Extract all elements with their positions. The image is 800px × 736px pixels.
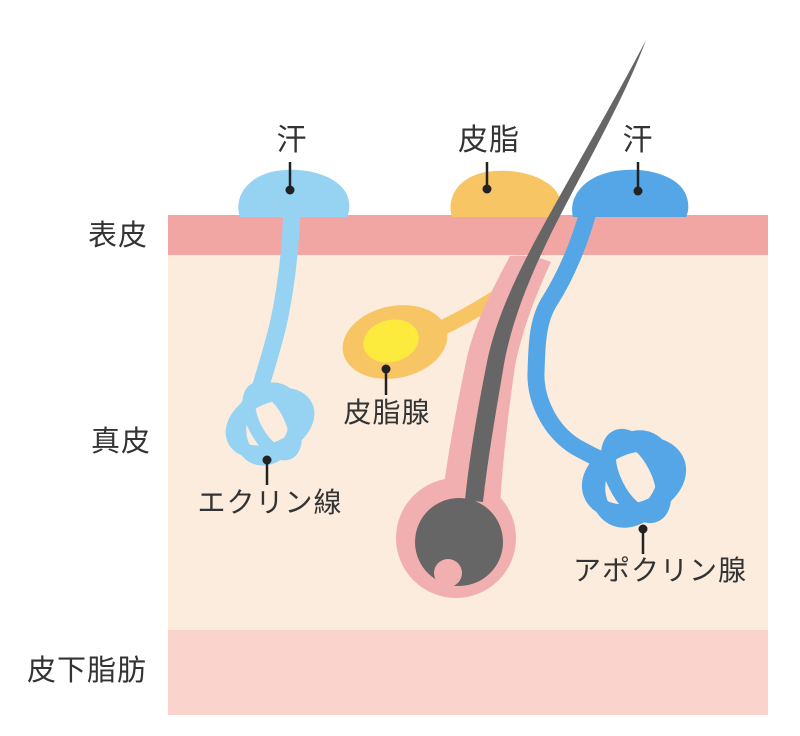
pointer-dot	[285, 185, 295, 195]
apocrine-gland-coil	[581, 428, 687, 528]
label-sweat-left: 汗	[276, 124, 308, 157]
eccrine-gland-coil	[225, 381, 315, 466]
epidermis-band	[168, 215, 768, 255]
eccrine-sweat-gland	[225, 169, 350, 466]
pointer-dot	[638, 524, 648, 534]
apocrine-sweat-gland	[527, 169, 689, 528]
hair-bulb	[415, 498, 503, 586]
label-sebum: 皮脂	[458, 124, 520, 157]
pointer-dot	[381, 364, 391, 374]
label-subcutaneous-fat: 皮下脂肪	[27, 655, 148, 687]
pointer-dot	[262, 455, 272, 465]
pointer-sweat-left	[285, 162, 295, 195]
pointer-sebum	[482, 162, 492, 194]
label-sweat-right: 汗	[622, 124, 654, 157]
label-eccrine-gland: エクリン線	[197, 487, 343, 518]
sweat-drop-left	[238, 169, 350, 217]
eccrine-coil-loop	[242, 381, 302, 461]
label-dermis: 真皮	[91, 426, 152, 458]
label-apocrine-gland: アポクリン腺	[572, 555, 748, 586]
label-sebaceous-gland: 皮脂腺	[343, 397, 431, 428]
hair	[415, 40, 646, 587]
hair-shaft	[465, 40, 646, 502]
pointer-apocrine-gland	[638, 524, 648, 554]
sebaceous-gland-group	[342, 170, 562, 379]
sebaceous-gland-core	[363, 319, 419, 363]
pointer-dot	[633, 186, 643, 196]
sebum-drop	[450, 170, 562, 217]
apocrine-duct	[527, 203, 608, 468]
subcutaneous-fat-band	[168, 630, 768, 715]
label-epidermis: 表皮	[88, 220, 149, 252]
pointer-sweat-right	[633, 162, 643, 196]
eccrine-duct	[248, 194, 301, 407]
sweat-drop-right	[572, 169, 689, 217]
pointer-dot	[482, 184, 492, 194]
dermal-papilla	[434, 559, 462, 587]
pointer-sebaceous-gland	[381, 364, 391, 395]
apocrine-coil-loop	[600, 428, 672, 524]
pointer-eccrine-gland	[262, 455, 272, 485]
